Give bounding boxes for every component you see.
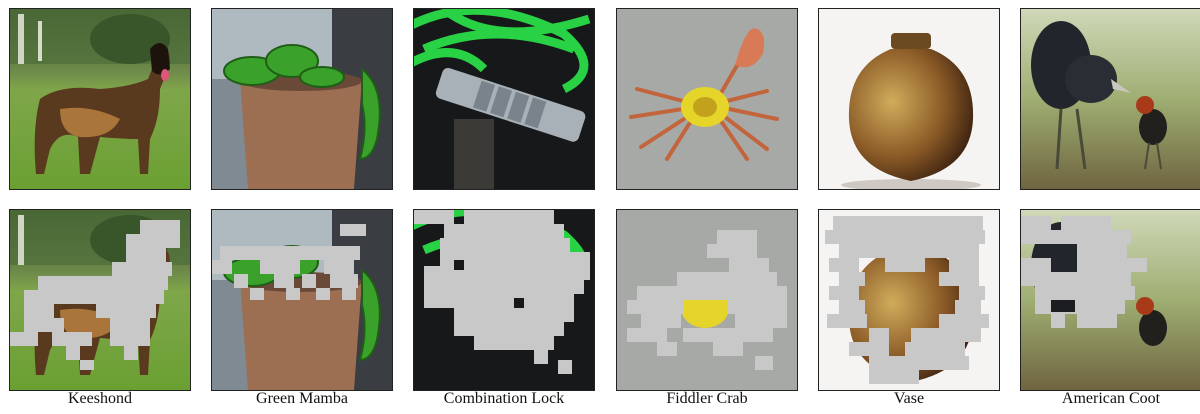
caption-american-coot: American Coot [1061, 390, 1161, 407]
figure-column-american-coot: American Coot [1020, 8, 1200, 407]
figure-column-keeshond: Keeshond [9, 8, 191, 407]
caption-fiddler-crab: Fiddler Crab [666, 390, 748, 407]
original-image-keeshond [9, 8, 191, 190]
original-image-vase [818, 8, 1000, 190]
masked-image-american-coot [1020, 209, 1200, 391]
masked-image-green-mamba [211, 209, 393, 391]
caption-keeshond: Keeshond [68, 390, 132, 407]
original-image-combination-lock [413, 8, 595, 190]
figure-column-combination-lock: Combination Lock [413, 8, 595, 407]
masked-image-keeshond [9, 209, 191, 391]
caption-green-mamba: Green Mamba [256, 390, 348, 407]
original-image-american-coot [1020, 8, 1200, 190]
original-image-green-mamba [211, 8, 393, 190]
masked-image-fiddler-crab [616, 209, 798, 391]
original-image-fiddler-crab [616, 8, 798, 190]
caption-vase: Vase [893, 390, 925, 407]
figure-column-fiddler-crab: Fiddler Crab [616, 8, 798, 407]
figure-column-vase: Vase [818, 8, 1000, 407]
figure-column-green-mamba: Green Mamba [211, 8, 393, 407]
masked-image-combination-lock [413, 209, 595, 391]
caption-combination-lock: Combination Lock [443, 390, 565, 407]
masked-image-vase [818, 209, 1000, 391]
